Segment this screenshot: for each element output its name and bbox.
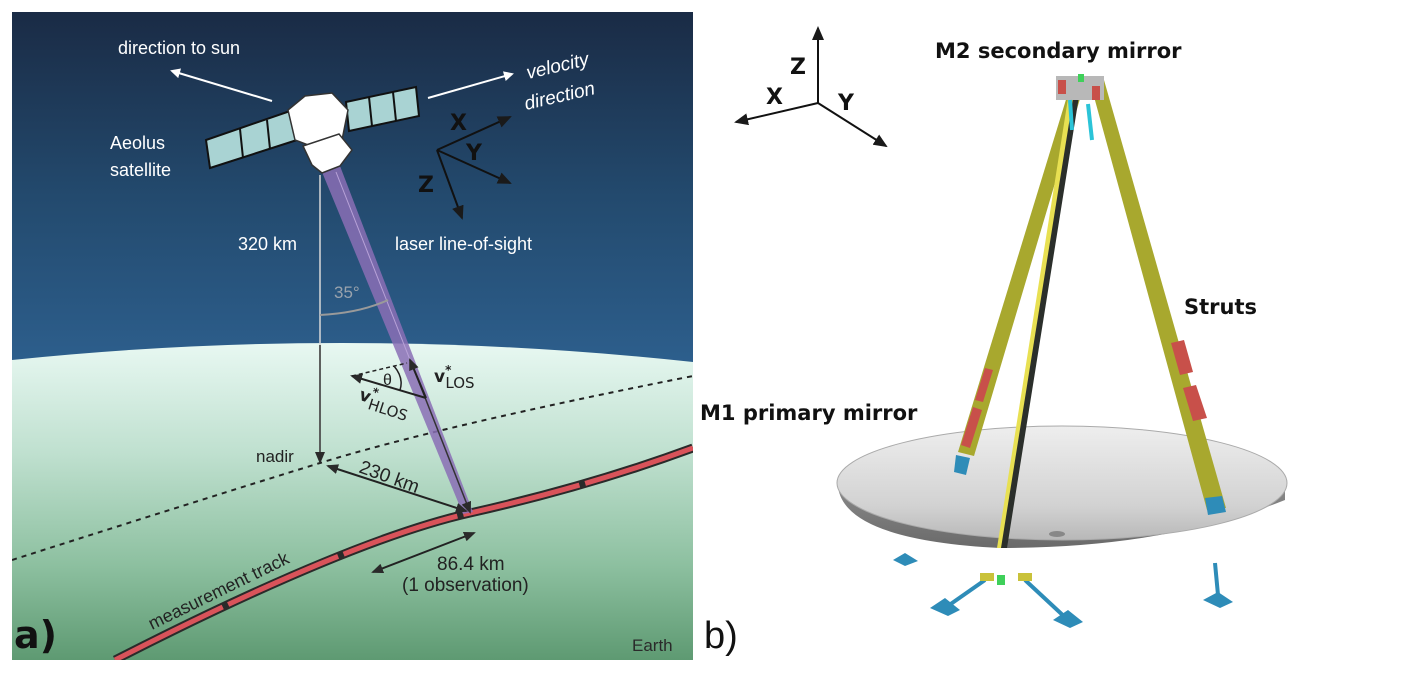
offset-distance-arrow [326, 464, 468, 513]
m2-label: M2 secondary mirror [935, 39, 1182, 63]
earth-surface [12, 342, 693, 660]
panel-a: X Y Z direction to sun velocity directio… [12, 12, 693, 660]
direction-to-sun-label: direction to sun [118, 38, 240, 58]
strut-front-highlight [997, 92, 1074, 548]
observation-label-line2: (1 observation) [402, 575, 529, 596]
earth-label: Earth [632, 636, 673, 655]
theta-arc [393, 365, 402, 391]
panel-a-label: a) [14, 613, 57, 657]
strut-foot-left [954, 455, 970, 475]
satellite-axes-icon [436, 116, 512, 220]
tel-axis-y-label: Y [837, 91, 855, 116]
laser-los-label: laser line-of-sight [395, 234, 532, 254]
m2-secondary-mirror [1056, 74, 1104, 141]
heater-patch [1171, 340, 1193, 375]
v-hlos-arrow [350, 374, 427, 399]
angle-arc [319, 299, 389, 316]
satellite-label-line1: Aeolus [110, 133, 165, 153]
altitude-label: 320 km [238, 234, 297, 254]
aeolus-satellite-icon [204, 85, 421, 174]
panel-b-label: b) [704, 615, 738, 657]
sat-axis-y-label: Y [465, 141, 483, 166]
sat-axis-x-label: X [450, 111, 467, 136]
m1-label: M1 primary mirror [700, 401, 918, 425]
sun-direction-arrow [170, 68, 273, 102]
mirror-mounts [893, 553, 1233, 628]
nadir-label: nadir [256, 447, 294, 466]
v-los-arrow [409, 358, 427, 399]
strut-front [1000, 90, 1080, 548]
observation-label-line1: 86.4 km [437, 554, 505, 575]
struts-label: Struts [1184, 295, 1257, 319]
heater-patch [1183, 385, 1207, 421]
strut-left [958, 80, 1085, 456]
heater-patch [961, 407, 982, 448]
angle-label: 35° [334, 283, 360, 302]
satellite-telescope [301, 133, 353, 174]
struts [954, 80, 1226, 548]
m1-primary-mirror [836, 425, 1288, 548]
sat-axis-z-label: Z [418, 173, 434, 198]
heater-patch [975, 368, 993, 402]
v-los-label: v*LOS [434, 363, 475, 392]
solar-panel-right [344, 85, 421, 133]
satellite-label-line2: satellite [110, 160, 171, 180]
tel-axis-z-label: Z [790, 55, 806, 80]
space-background [12, 12, 693, 382]
satellite-body [287, 92, 349, 149]
theta-label: θ [383, 372, 392, 389]
tel-axis-x-label: X [766, 85, 783, 110]
strut-foot-right [1205, 496, 1226, 515]
projection-dotted [351, 362, 408, 377]
panel-b: Z X Y [700, 26, 1288, 657]
laser-beam [322, 166, 473, 514]
velocity-direction-arrow [427, 71, 514, 99]
observation-length-arrow [371, 531, 476, 574]
telescope-axes-icon [734, 26, 888, 148]
measurement-track [112, 443, 693, 660]
